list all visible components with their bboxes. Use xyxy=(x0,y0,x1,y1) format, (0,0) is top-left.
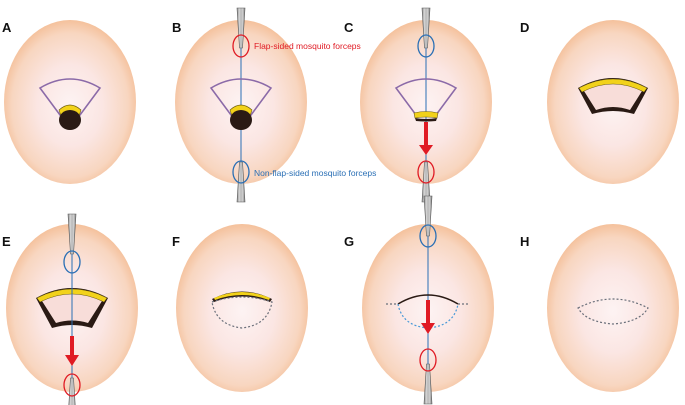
wound-defect-a xyxy=(59,110,81,130)
blue-circle-marker-c xyxy=(417,34,435,58)
panel-label-d: D xyxy=(520,20,529,35)
panel-d: D xyxy=(520,20,679,184)
panel-label-g: G xyxy=(344,234,354,249)
red-arrow-head-e xyxy=(65,355,79,366)
red-arrow-head-c xyxy=(419,145,433,155)
fat-layer-c xyxy=(413,111,439,119)
wound-edge-top-g xyxy=(397,294,459,305)
panel-h: H xyxy=(520,224,679,392)
red-circle-marker-c xyxy=(417,160,435,184)
closed-suture-line-h xyxy=(577,298,649,325)
wound-edge-c xyxy=(415,118,437,122)
panel-label-e: E xyxy=(2,234,11,249)
red-arrow-shaft-c xyxy=(424,122,428,146)
panel-label-h: H xyxy=(520,234,529,249)
red-circle-marker-e xyxy=(63,373,81,397)
panel-f: F xyxy=(172,224,308,392)
fat-layer-f xyxy=(214,292,270,300)
head-skin-f xyxy=(176,224,308,392)
red-arrow-head-g xyxy=(421,323,435,334)
opened-flap-inner-d xyxy=(584,83,642,110)
head-skin-a xyxy=(4,20,136,184)
flap-forceps-label: Flap-sided mosquito forceps xyxy=(254,41,361,51)
panel-e: E xyxy=(2,213,138,405)
panel-b: B Flap-sided mosquito forceps Non-flap-s… xyxy=(172,7,376,203)
panel-label-c: C xyxy=(344,20,354,35)
fat-layer-d xyxy=(578,78,648,93)
panel-label-a: A xyxy=(2,20,12,35)
head-skin-h xyxy=(547,224,679,392)
nonflap-forceps-label: Non-flap-sided mosquito forceps xyxy=(254,168,376,178)
panel-g: G xyxy=(344,195,494,405)
panel-label-f: F xyxy=(172,234,180,249)
red-arrow-shaft-g xyxy=(426,300,430,324)
red-circle-marker-b xyxy=(232,34,250,58)
panel-label-b: B xyxy=(172,20,181,35)
red-circle-marker-g xyxy=(419,348,437,372)
blue-circle-marker-b xyxy=(232,160,250,184)
red-arrow-shaft-e xyxy=(70,336,74,356)
suture-line-f xyxy=(211,296,273,329)
panel-a: A xyxy=(2,20,136,184)
panel-c: C xyxy=(344,7,492,203)
wound-defect-b xyxy=(230,110,252,130)
fat-layer-e xyxy=(36,288,108,303)
blue-circle-marker-e xyxy=(63,250,81,274)
blue-circle-marker-g xyxy=(419,224,437,248)
